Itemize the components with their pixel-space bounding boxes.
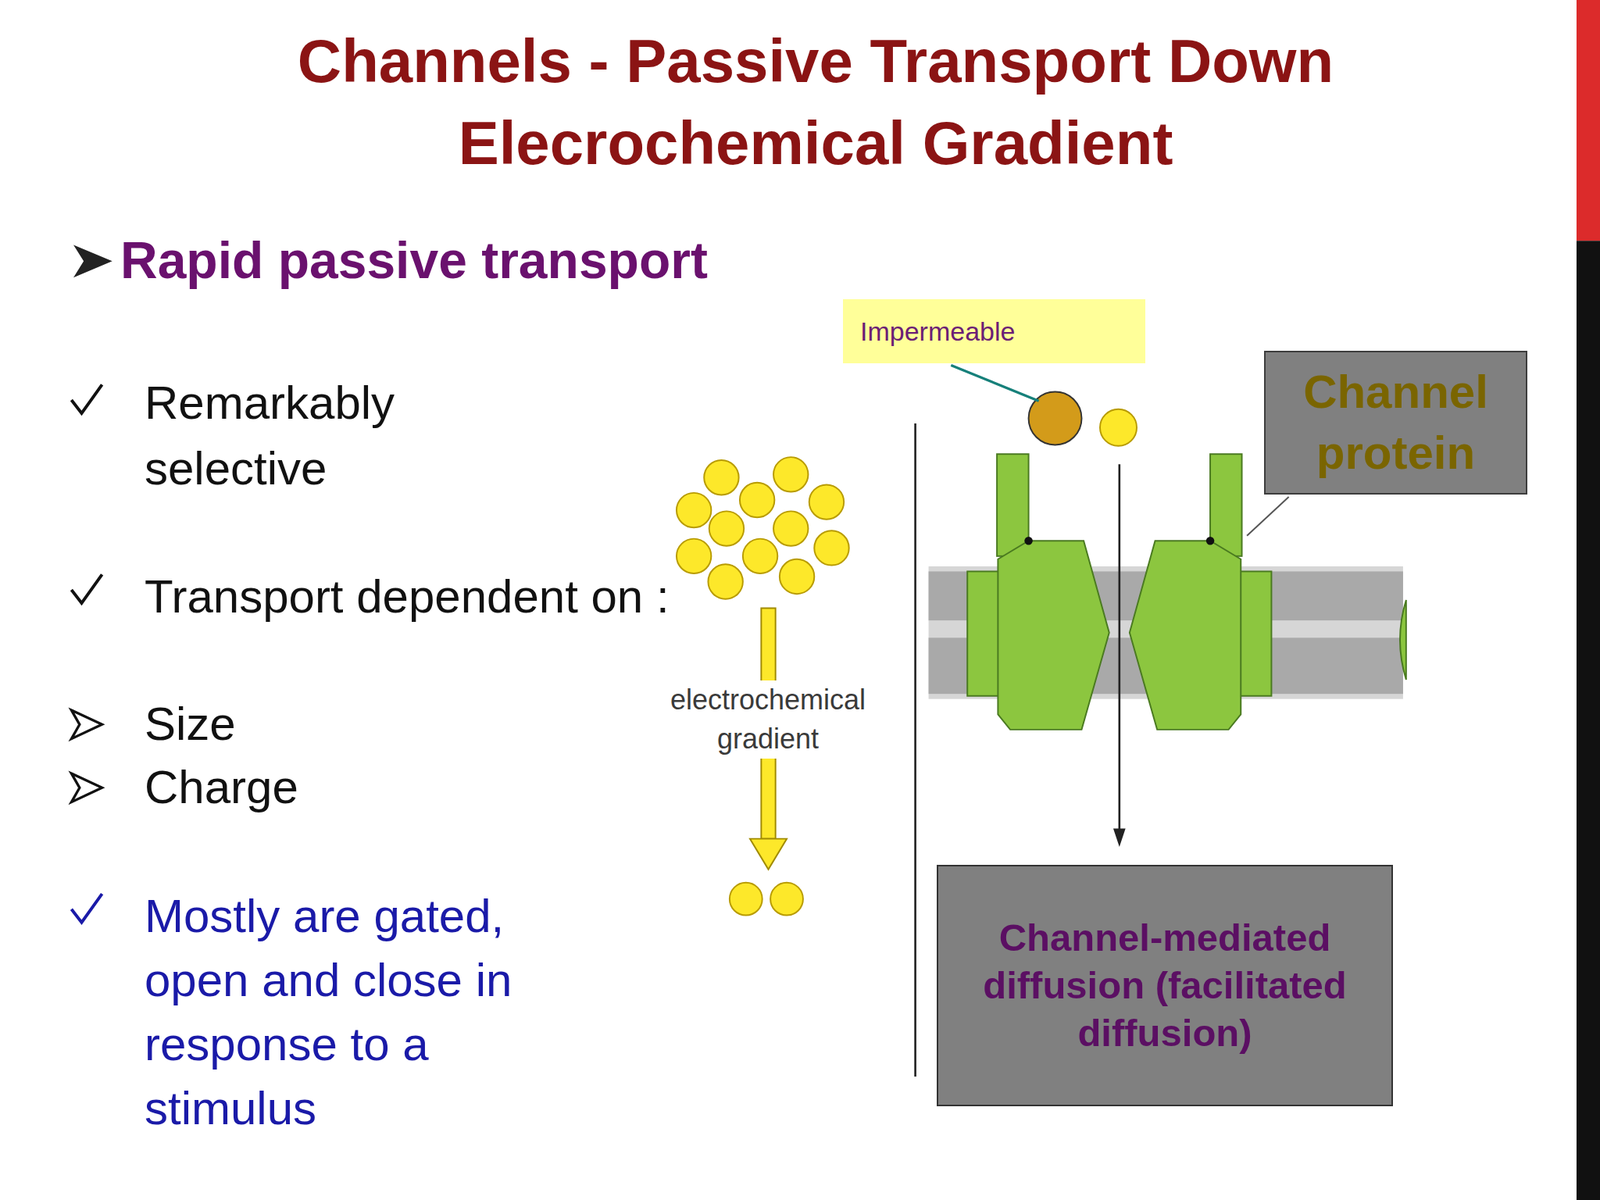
flow-arrow — [1118, 464, 1122, 831]
protein-fragment — [1400, 600, 1407, 680]
edge-bar-black — [1576, 240, 1600, 1200]
molecule — [703, 460, 739, 495]
leader-line — [950, 365, 1039, 402]
edge-bar-red — [1576, 0, 1600, 241]
gradient-arrow-head — [750, 839, 787, 870]
check-bullet — [71, 384, 102, 414]
molecule — [729, 882, 763, 916]
channel-half — [1129, 453, 1272, 730]
box-text: Channel-mediated diffusion (facilitated … — [941, 914, 1389, 1058]
sub-bullet-item: Charge — [144, 754, 536, 821]
flow-arrow-head — [1113, 828, 1126, 848]
slide-title: Channels - Passive Transport Down Elecro… — [175, 20, 1457, 185]
molecule — [676, 492, 711, 528]
leader-line — [1246, 496, 1290, 536]
bullet-item: Transport dependent on : — [144, 564, 676, 630]
molecule — [707, 564, 743, 599]
protein-dot — [1024, 536, 1033, 545]
molecule — [742, 539, 778, 574]
box-text: Impermeable — [860, 316, 1015, 347]
arrow-label: electrochemical gradient — [642, 680, 893, 759]
caption-box: Channel-mediated diffusion (facilitated … — [936, 864, 1393, 1107]
arrow-bullet — [73, 244, 113, 278]
bullet-item: Mostly are gated, open and close in resp… — [144, 884, 583, 1141]
box-text: Channel protein — [1265, 361, 1526, 484]
molecule — [779, 559, 815, 594]
molecule — [809, 484, 844, 519]
molecule — [676, 539, 711, 574]
divider-line — [914, 423, 917, 1077]
molecule — [1100, 409, 1137, 447]
protein-body — [997, 540, 1109, 730]
protein-side — [967, 571, 1000, 696]
arrow-bullet — [71, 773, 102, 803]
molecule — [770, 882, 804, 916]
molecule — [773, 510, 808, 546]
callout-box: Channel protein — [1264, 350, 1528, 495]
sub-bullet-item: Size — [144, 691, 536, 758]
arrow-bullet — [71, 710, 102, 740]
molecule — [709, 510, 744, 546]
callout-box: Impermeable — [842, 299, 1146, 364]
bullet-heading: Rapid passive transport — [120, 228, 902, 292]
channel-half — [967, 453, 1110, 730]
protein-tab — [996, 453, 1029, 557]
check-bullet — [71, 893, 102, 923]
check-bullet — [71, 574, 102, 604]
molecule — [739, 482, 775, 518]
molecule — [814, 530, 849, 565]
molecule — [773, 457, 808, 492]
bullet-item: Remarkably selective — [144, 370, 473, 502]
